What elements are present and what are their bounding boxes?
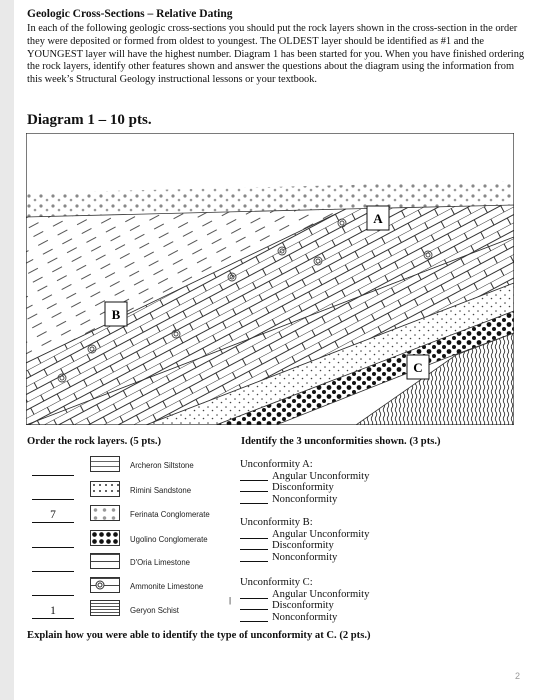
rock-label-sandstone: Rimini Sandstone (130, 486, 192, 495)
unconformity-heading: Identify the 3 unconformities shown. (3 … (241, 436, 441, 447)
unconformity-b: Unconformity B: Angular Unconformity Dis… (240, 517, 369, 563)
svg-text:B: B (112, 307, 121, 322)
order-heading: Order the rock layers. (5 pts.) (27, 436, 162, 447)
schist-swatch (90, 600, 120, 616)
order-blank-sandstone[interactable] (32, 485, 74, 500)
ammonite-icon (95, 580, 105, 590)
instructions-paragraph: In each of the following geologic cross-… (27, 23, 525, 86)
unconformity-c-label: Unconformity C: (240, 577, 313, 588)
rock-label-ugolino: Ugolino Conglomerate (130, 535, 208, 544)
unconformity-a-disconformity[interactable]: Disconformity (240, 482, 369, 494)
ammonite-swatch (90, 577, 120, 593)
unconformity-b-label: Unconformity B: (240, 517, 313, 528)
ugolino-swatch (90, 530, 120, 546)
diagram-title: Diagram 1 – 10 pts. (27, 112, 152, 128)
rock-label-siltstone: Archeron Siltstone (130, 461, 194, 470)
rock-label-doria: D'Oria Limestone (130, 558, 190, 567)
order-blank-schist[interactable]: 1 (32, 604, 74, 619)
unconformity-b-nonconformity[interactable]: Nonconformity (240, 552, 369, 564)
label-a: A (366, 205, 390, 231)
unconformity-a-nonconformity[interactable]: Nonconformity (240, 494, 369, 506)
order-blank-siltstone[interactable] (32, 461, 74, 476)
svg-text:C: C (413, 360, 422, 375)
unconformity-b-angular[interactable]: Angular Unconformity (240, 529, 369, 541)
doria-swatch (90, 553, 120, 569)
unconformity-c-nonconformity[interactable]: Nonconformity (240, 612, 369, 624)
unconformity-b-disconformity[interactable]: Disconformity (240, 540, 369, 552)
order-blank-ferinata[interactable]: 7 (32, 508, 74, 523)
unconformity-a: Unconformity A: Angular Unconformity Dis… (240, 459, 369, 505)
order-blank-doria[interactable] (32, 557, 74, 572)
worksheet-title: Geologic Cross-Sections – Relative Datin… (27, 8, 233, 20)
sandstone-swatch (90, 481, 120, 497)
unconformity-a-label: Unconformity A: (240, 459, 313, 470)
label-c: C (406, 354, 430, 380)
text-cursor-mark: | (229, 596, 232, 605)
siltstone-swatch (90, 456, 120, 472)
page-number: 2 (514, 671, 520, 681)
explain-question: Explain how you were able to identify th… (27, 630, 371, 641)
svg-text:A: A (373, 211, 383, 226)
unconformity-c: Unconformity C: Angular Unconformity Dis… (240, 577, 369, 623)
rock-label-ammonite: Ammonite Limestone (130, 582, 204, 591)
ferinata-swatch (90, 505, 120, 521)
page-edge-shadow (0, 0, 14, 700)
unconformity-c-disconformity[interactable]: Disconformity (240, 600, 369, 612)
order-blank-ammonite[interactable] (32, 581, 74, 596)
label-b: B (104, 301, 128, 327)
rock-label-schist: Geryon Schist (130, 606, 179, 615)
rock-label-ferinata: Ferinata Conglomerate (130, 510, 210, 519)
unconformity-a-angular[interactable]: Angular Unconformity (240, 471, 369, 483)
unconformity-c-angular[interactable]: Angular Unconformity (240, 589, 369, 601)
order-blank-ugolino[interactable] (32, 533, 74, 548)
cross-section-diagram: A B C (26, 133, 514, 425)
